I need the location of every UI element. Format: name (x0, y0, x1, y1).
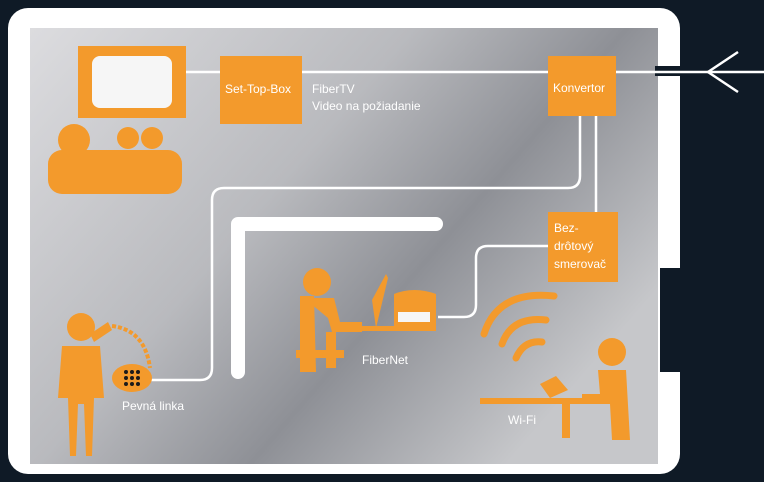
cable-konvertor-phone (150, 116, 582, 382)
family-on-sofa-icon (48, 124, 182, 194)
phone-label: Pevná linka (122, 399, 184, 413)
konvertor-label: Konvertor (553, 81, 605, 95)
wifi-user-icon (480, 291, 630, 440)
router-label-1: Bez- (554, 221, 579, 235)
router-label-2: drôtový (554, 239, 593, 253)
set-top-box: Set-Top-Box (220, 56, 302, 124)
fibernet-label: FiberNet (362, 353, 409, 367)
fibertv-label: FiberTV (312, 82, 355, 96)
inner-wall (231, 217, 443, 379)
wall-gap-middle (660, 268, 682, 372)
set-top-box-label: Set-Top-Box (225, 82, 291, 96)
laptop-user-icon (296, 268, 436, 372)
cables (150, 70, 764, 382)
tv-icon (78, 46, 186, 118)
vod-label: Video na požiadanie (312, 99, 421, 113)
incoming-arrow-icon (705, 50, 739, 94)
router-box: Bez- drôtový smerovač (548, 212, 618, 282)
router-label-3: smerovač (554, 257, 606, 271)
wifi-label: Wi-Fi (508, 413, 536, 427)
telephone-user-icon (58, 313, 152, 456)
konvertor-box: Konvertor (548, 56, 616, 116)
cable-router-laptop (438, 244, 548, 319)
